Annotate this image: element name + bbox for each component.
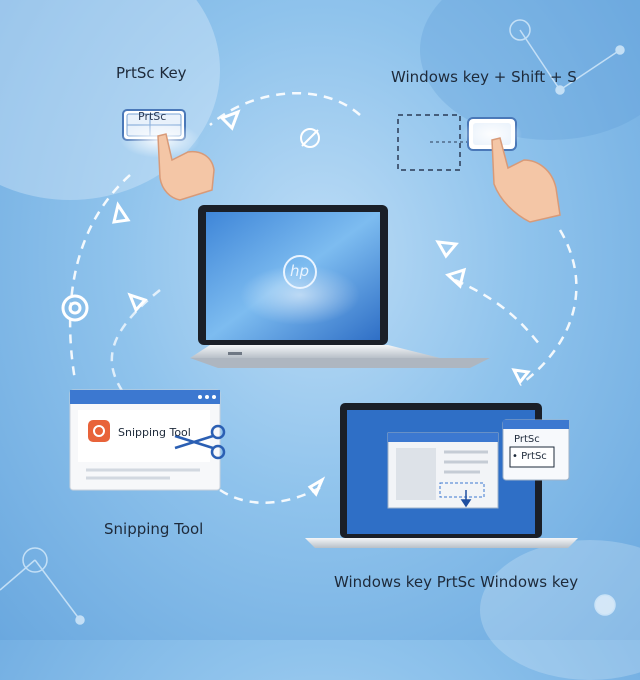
prtsc-popup[interactable] bbox=[502, 419, 570, 481]
win-prtsc-win-label: Windows key PrtSc Windows key bbox=[334, 573, 579, 591]
cycle-arrows bbox=[68, 91, 578, 504]
snip-selection-box bbox=[397, 114, 461, 171]
snipping-tool-icon bbox=[88, 420, 110, 442]
prtsc-keycap-text: PrtSc bbox=[138, 110, 167, 123]
pointing-hand-icon bbox=[491, 137, 561, 223]
popup-prtsc-line2: • PrtSc bbox=[512, 451, 547, 462]
snipping-tool-window[interactable] bbox=[69, 389, 221, 491]
pointing-hand-icon bbox=[157, 133, 215, 201]
popup-prtsc-line1: PrtSc bbox=[514, 434, 540, 445]
key-glow bbox=[462, 118, 522, 150]
screenshot-preview-window[interactable] bbox=[387, 432, 499, 509]
refresh-arrow-icon bbox=[61, 294, 89, 322]
center-laptop bbox=[190, 205, 490, 368]
scissors-icon bbox=[174, 424, 226, 460]
hp-logo-icon bbox=[283, 255, 317, 289]
network-decoration bbox=[0, 19, 625, 625]
scene bbox=[0, 19, 625, 625]
snipping-tool-label: Snipping Tool bbox=[104, 520, 204, 538]
arrow-heads bbox=[112, 109, 531, 497]
hp-logo-text: hp bbox=[290, 262, 310, 280]
win-shift-s-label: Windows key + Shift + S bbox=[391, 68, 577, 86]
cursor-icon bbox=[460, 490, 472, 508]
prtsc-key-label: PrtSc Key bbox=[116, 64, 187, 82]
target-icon bbox=[300, 128, 320, 148]
snipping-window-title: Snipping Tool bbox=[118, 426, 191, 439]
